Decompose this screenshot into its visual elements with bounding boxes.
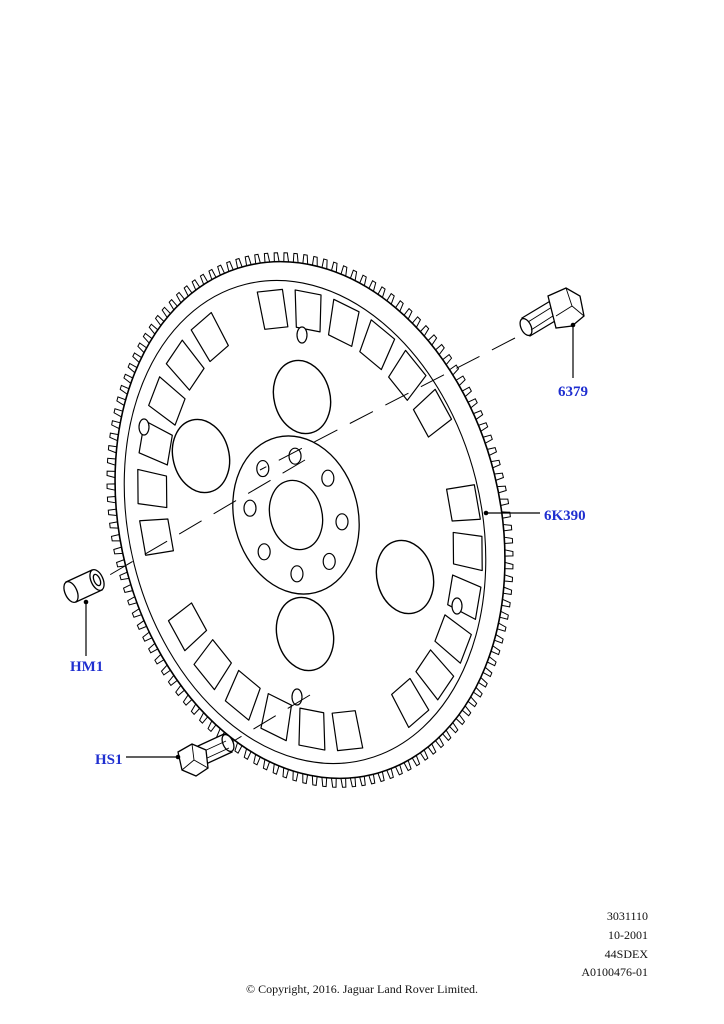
lightening-hole-bottom — [275, 596, 335, 672]
gear-tooth — [283, 252, 290, 263]
flexplate-6k390 — [106, 252, 514, 788]
crank-bolt-holes — [243, 447, 349, 583]
drawing-reference: A0100476-01 — [581, 965, 648, 979]
slot-window — [294, 289, 322, 333]
copyright-notice: © Copyright, 2016. Jaguar Land Rover Lim… — [245, 982, 479, 996]
slot-window — [412, 388, 453, 438]
gear-tooth — [106, 495, 117, 504]
leader-dot-hm1 — [83, 599, 89, 605]
callout-6k390[interactable]: 6K390 — [544, 508, 586, 524]
drawing-date: 10-2001 — [608, 928, 648, 942]
callout-6379[interactable]: 6379 — [558, 384, 588, 400]
slot-window — [415, 649, 455, 701]
slot-window — [331, 710, 364, 752]
slot-window — [193, 639, 232, 691]
gear-tooth — [292, 252, 299, 264]
slot-window — [327, 298, 360, 347]
crank-bolt-hole — [321, 469, 335, 487]
lightening-hole-right — [375, 539, 435, 615]
callout-hs1[interactable]: HS1 — [95, 752, 123, 768]
mount-hole-top — [296, 326, 308, 344]
plate-slot-windows — [137, 288, 483, 752]
slot-window — [391, 677, 430, 729]
slot-window — [190, 311, 229, 363]
drawing-model-code: 44SDEX — [604, 947, 648, 961]
mount-hole-left — [138, 418, 150, 436]
leader-dot-6k390 — [483, 510, 489, 516]
callout-hm1[interactable]: HM1 — [70, 659, 104, 675]
slot-window — [224, 669, 261, 721]
slot-window — [165, 339, 205, 391]
gear-tooth — [106, 457, 117, 466]
lightening-hole-top — [272, 359, 332, 435]
gear-tooth — [106, 470, 116, 479]
gear-tooth — [340, 777, 347, 788]
assembly-axis-lines — [95, 337, 516, 743]
plate-rim — [123, 279, 487, 765]
gear-tooth — [321, 776, 328, 788]
gear-tooth — [106, 483, 116, 491]
slot-window — [359, 319, 396, 371]
crank-bolt-hole — [288, 447, 302, 465]
slot-window — [167, 602, 208, 652]
mount-hole-right — [451, 597, 463, 615]
leader-dot-hs1 — [175, 754, 181, 760]
gear-tooth — [273, 252, 280, 263]
gear-tooth — [504, 561, 514, 570]
slot-window — [148, 376, 186, 426]
slot-window — [434, 614, 472, 664]
slot-window — [137, 468, 168, 509]
center-bore — [268, 479, 324, 551]
gear-tooth — [330, 777, 337, 788]
gear-tooth — [503, 574, 514, 583]
bolt-6379[interactable] — [518, 287, 585, 337]
crank-bolt-hole — [243, 499, 257, 517]
bolt-hs1[interactable] — [177, 733, 236, 777]
slot-window — [139, 518, 175, 556]
gear-tooth — [349, 776, 357, 788]
slot-window — [256, 288, 289, 330]
gear-tooth — [263, 252, 271, 264]
crank-bolt-hole — [322, 552, 336, 571]
slot-window — [260, 693, 293, 742]
crank-bolt-hole — [290, 565, 304, 583]
slot-window — [445, 484, 481, 522]
gear-tooth — [503, 536, 514, 545]
gear-tooth — [504, 549, 514, 557]
slot-window — [452, 531, 483, 572]
slot-window — [388, 349, 427, 401]
lightening-hole-left — [171, 418, 231, 494]
leader-dot-6379 — [570, 322, 576, 328]
crank-bolt-hole — [257, 543, 271, 561]
spacer-hm1[interactable] — [61, 568, 107, 605]
crank-bolt-hole — [335, 513, 349, 531]
slot-window — [298, 707, 326, 751]
drawing-number: 3031110 — [606, 909, 648, 923]
